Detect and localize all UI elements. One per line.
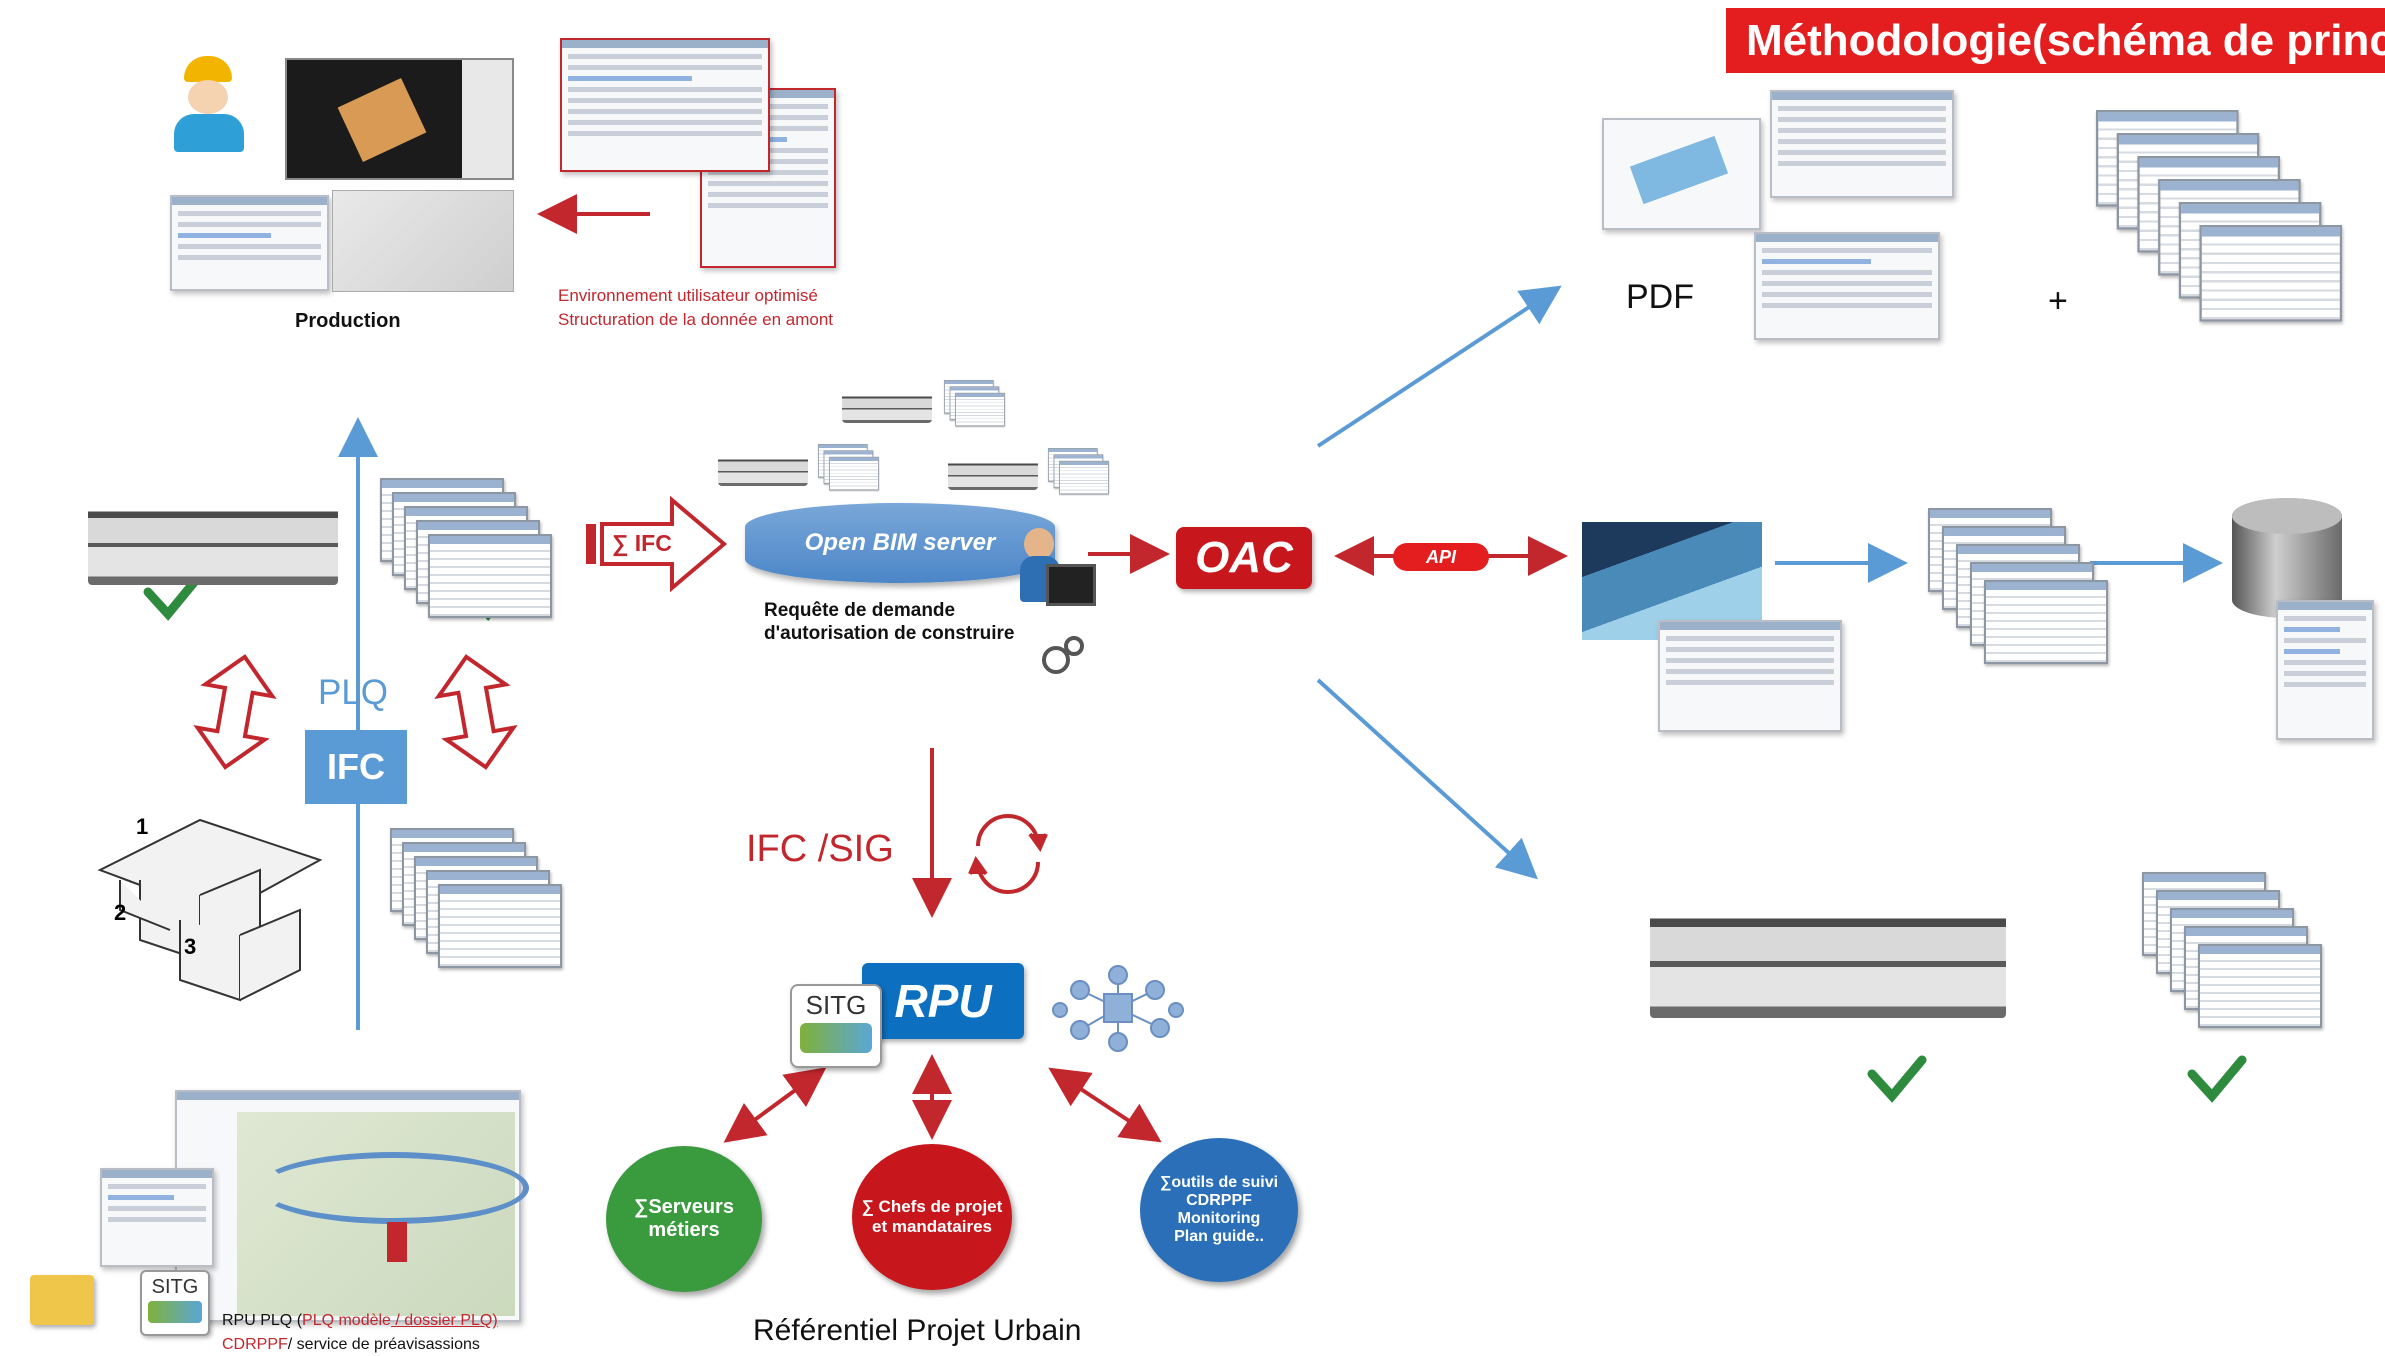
cad-screenshot: [285, 58, 514, 180]
table-thumb: [2276, 600, 2374, 740]
form-dialog-front: [560, 38, 770, 172]
doc-stack: [2142, 872, 2342, 1032]
ifc-sig-label: IFC /SIG: [746, 828, 894, 870]
lot-number-3: 3: [184, 934, 197, 959]
sitg-logo-center: SITG: [790, 984, 882, 1068]
building-model-small: [842, 385, 932, 423]
double-arrow-right: [434, 654, 518, 770]
api-pill: API: [1393, 543, 1489, 571]
doc-stack-large: [2096, 110, 2385, 352]
facade-thumb: [1754, 232, 1940, 340]
worker-avatar: [168, 56, 250, 152]
sitg-label: SITG: [805, 990, 867, 1020]
sigma-ifc-label: ∑ IFC: [612, 530, 672, 556]
check-icon: [143, 575, 201, 621]
doc-stack: [380, 478, 552, 618]
check-icon: [1867, 1055, 1927, 1103]
form-thumb: [1658, 620, 1842, 732]
production-label: Production: [295, 310, 401, 332]
open-bim-server: Open BIM server: [745, 503, 1055, 583]
doc-stack-small: [944, 380, 1005, 427]
lot-number-1: 1: [136, 814, 149, 839]
database-icon: [2232, 498, 2342, 618]
sitg-label: SITG: [151, 1276, 199, 1298]
arrow-to-building: [1316, 678, 1538, 880]
page-title: Méthodologie(schéma de principe: [1726, 8, 2385, 73]
arrow-to-pdf: [1316, 285, 1562, 448]
building-model: [88, 480, 338, 585]
network-cluster-icon: [1052, 965, 1184, 1052]
building-model-large: [1650, 876, 2006, 1018]
env-line-1: Environnement utilisateur optimisé: [558, 286, 818, 305]
sigma-ifc-arrow: [586, 495, 728, 593]
map-caption-line1: RPU PLQ (PLQ modèle / dossier PLQ): [222, 1312, 498, 1330]
arrow-rpu-blue: [1048, 1067, 1162, 1143]
arrow-rpu-green: [723, 1067, 827, 1143]
check-icon: [2187, 1055, 2247, 1103]
operator-icon: [1020, 528, 1096, 618]
caption-prefix: RPU PLQ (: [222, 1312, 303, 1329]
request-line-2: d'autorisation de construire: [764, 623, 1015, 644]
lot-number-2: 2: [114, 900, 127, 925]
doc-stack-small: [1048, 448, 1109, 495]
building-model-small: [718, 448, 808, 486]
request-line-1: Requête de demande: [764, 600, 956, 621]
map-screenshot: [175, 1090, 529, 1322]
site-plan-thumb: [1602, 118, 1761, 230]
doc-stack-small: [818, 444, 879, 491]
doc-stack: [390, 828, 562, 968]
small-doc-thumb: [100, 1168, 214, 1267]
caption-plq-modele: PLQ modèle: [302, 1312, 391, 1329]
map-caption-line2: CDRPPF/ service de préavisassions: [222, 1336, 480, 1354]
circle-outils-suivi: ∑outils de suivi CDRPPF Monitoring Plan …: [1140, 1138, 1298, 1282]
pdf-label: PDF: [1626, 278, 1694, 316]
oac-box: OAC: [1176, 527, 1312, 589]
server-label: Open BIM server: [804, 529, 996, 556]
refresh-cycle-icon: [968, 814, 1048, 894]
rpu-box: RPU: [862, 963, 1024, 1039]
production-drawing-hand: [332, 190, 514, 292]
referentiel-label: Référentiel Projet Urbain: [753, 1314, 1082, 1347]
building-model-small: [948, 452, 1038, 490]
plus-sign: +: [2048, 282, 2068, 320]
circle-serveurs-metiers: ∑Serveurs métiers: [606, 1146, 762, 1292]
caption-cdrppf: CDRPPF: [222, 1336, 288, 1353]
caption-service: / service de préavisassions: [287, 1336, 480, 1353]
gear-icon: [1042, 636, 1084, 674]
caption-dossier-plq: / dossier PLQ): [390, 1312, 498, 1329]
production-drawing-left: [170, 195, 329, 291]
env-line-2: Structuration de la donnée en amont: [558, 310, 834, 329]
double-arrow-left: [193, 654, 277, 770]
elevation-thumb: [1770, 90, 1954, 198]
axonometric-sketch: [97, 818, 323, 1002]
folder-icon: [30, 1275, 94, 1325]
ifc-box: IFC: [305, 730, 407, 804]
doc-stack: [1928, 508, 2128, 668]
sitg-logo: SITG: [140, 1270, 210, 1336]
plq-label: PLQ: [318, 673, 389, 712]
circle-chefs-projet: ∑ Chefs de projet et mandataires: [852, 1144, 1012, 1290]
